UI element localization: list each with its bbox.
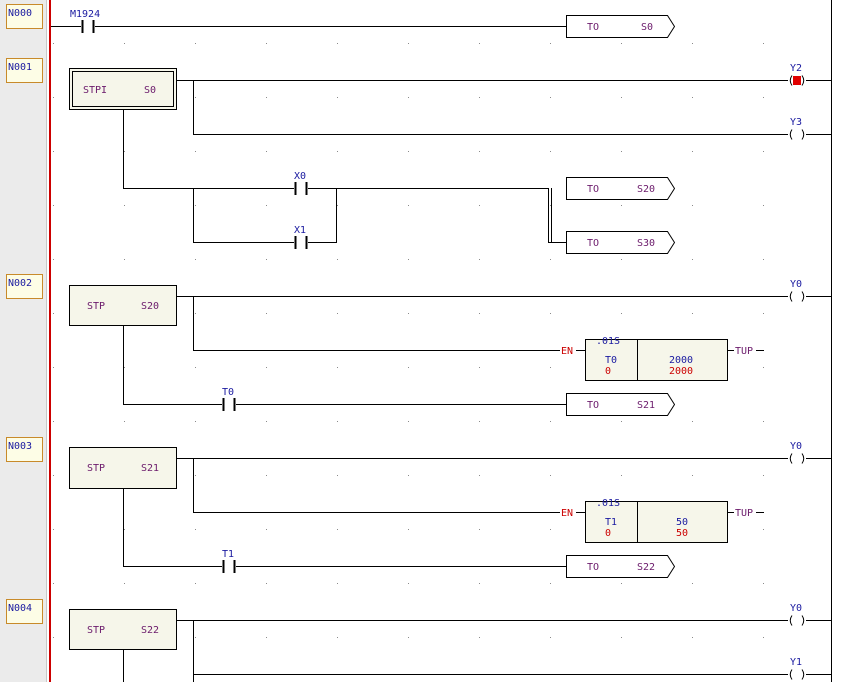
transfer-to-s21[interactable]: TO S21 — [566, 393, 676, 416]
wire — [123, 80, 831, 243]
timer-preset-value: 2000 — [669, 366, 693, 377]
svg-text:S20: S20 — [637, 184, 655, 195]
transfer-to-s0[interactable]: TO S0 — [566, 15, 676, 38]
coil-label: Y3 — [790, 117, 802, 128]
svg-text:STP: STP — [87, 301, 105, 312]
step-block-s0[interactable]: STPI S0 — [69, 68, 177, 110]
svg-text:N004: N004 — [8, 603, 32, 614]
step-block-s20[interactable]: STP S20 — [69, 285, 177, 326]
timer-base: .01S — [596, 498, 620, 509]
wire — [123, 296, 831, 405]
left-power-rail — [49, 0, 51, 682]
coil-active-indicator — [793, 76, 801, 85]
svg-text:TO: TO — [587, 22, 599, 33]
svg-text:STP: STP — [87, 463, 105, 474]
svg-text:S0: S0 — [144, 85, 156, 96]
timer-type: TUP — [735, 346, 753, 357]
wire — [123, 458, 831, 567]
svg-text:STP: STP — [87, 625, 105, 636]
coil-label: Y2 — [790, 63, 802, 74]
contact-t0[interactable]: T0 — [222, 387, 236, 411]
coil-y2[interactable]: Y2 — [789, 63, 805, 86]
transfer-to-s30[interactable]: TO S30 — [566, 231, 676, 254]
contact-x1[interactable]: X1 — [294, 225, 308, 249]
timer-current: 0 — [605, 528, 611, 539]
svg-text:TO: TO — [587, 562, 599, 573]
timer-enable-label: EN — [561, 346, 573, 357]
svg-text:S22: S22 — [637, 562, 655, 573]
coil-y0[interactable]: Y0 — [789, 279, 805, 302]
contact-m1924[interactable]: M1924 — [70, 9, 100, 33]
timer-type: TUP — [735, 508, 753, 519]
coil-label: Y1 — [790, 657, 802, 668]
contact-label: M1924 — [70, 9, 100, 20]
network-label-n001[interactable]: N001 — [6, 58, 43, 83]
svg-text:TO: TO — [587, 184, 599, 195]
transfer-to-s20[interactable]: TO S20 — [566, 177, 676, 200]
timer-block-t1[interactable]: EN .01S T1 0 50 50 TUP — [561, 498, 753, 543]
svg-text:S21: S21 — [141, 463, 159, 474]
network-label-n003[interactable]: N003 — [6, 437, 43, 462]
svg-text:N001: N001 — [8, 62, 32, 73]
timer-name: T1 — [605, 517, 617, 528]
contact-label: T0 — [222, 387, 234, 398]
contact-label: X1 — [294, 225, 306, 236]
svg-text:S21: S21 — [637, 400, 655, 411]
timer-base: .01S — [596, 336, 620, 347]
timer-enable-label: EN — [561, 508, 573, 519]
coil-label: Y0 — [790, 441, 802, 452]
coil-y0[interactable]: Y0 — [789, 603, 805, 626]
svg-text:TO: TO — [587, 238, 599, 249]
coil-y0[interactable]: Y0 — [789, 441, 805, 464]
timer-preset: 50 — [676, 517, 688, 528]
coil-label: Y0 — [790, 279, 802, 290]
svg-text:N002: N002 — [8, 278, 32, 289]
contact-label: T1 — [222, 549, 234, 560]
svg-text:S22: S22 — [141, 625, 159, 636]
timer-block-t0[interactable]: EN .01S T0 0 2000 2000 TUP — [561, 336, 753, 381]
contact-x0[interactable]: X0 — [294, 171, 308, 195]
svg-text:S0: S0 — [641, 22, 653, 33]
timer-preset-value: 50 — [676, 528, 688, 539]
coil-y3[interactable]: Y3 — [789, 117, 805, 140]
contact-t1[interactable]: T1 — [222, 549, 236, 573]
svg-text:TO: TO — [587, 400, 599, 411]
coil-y1[interactable]: Y1 — [789, 657, 805, 680]
svg-text:S20: S20 — [141, 301, 159, 312]
svg-text:N003: N003 — [8, 441, 32, 452]
svg-text:STPI: STPI — [83, 85, 107, 96]
contact-label: X0 — [294, 171, 306, 182]
transfer-to-s22[interactable]: TO S22 — [566, 555, 676, 578]
timer-name: T0 — [605, 355, 617, 366]
step-block-s21[interactable]: STP S21 — [69, 447, 177, 489]
network-label-n004[interactable]: N004 — [6, 599, 43, 624]
step-block-s22[interactable]: STP S22 — [69, 609, 177, 650]
network-gutter — [0, 0, 47, 682]
timer-current: 0 — [605, 366, 611, 377]
wire — [123, 620, 831, 682]
coil-label: Y0 — [790, 603, 802, 614]
timer-preset: 2000 — [669, 355, 693, 366]
svg-text:S30: S30 — [637, 238, 655, 249]
svg-text:N000: N000 — [8, 8, 32, 19]
network-label-n000[interactable]: N000 — [6, 4, 43, 29]
network-label-n002[interactable]: N002 — [6, 274, 43, 299]
